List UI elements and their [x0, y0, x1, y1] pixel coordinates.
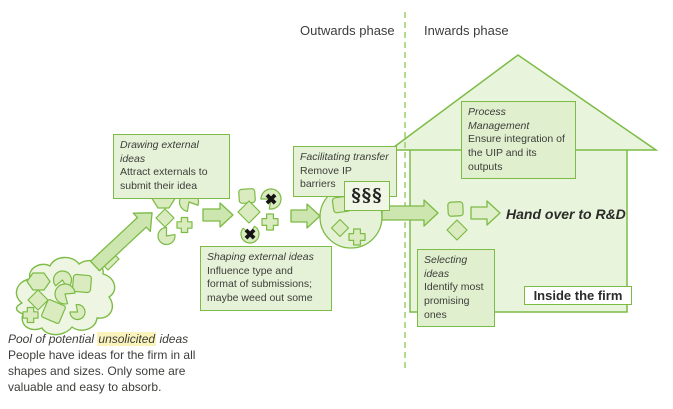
shaping-ideas-line: maybe weed out some	[207, 291, 313, 304]
idea-shape-diamond	[446, 219, 468, 241]
idea-shape-pacman	[157, 226, 176, 246]
idea-shape-diamond	[27, 289, 49, 311]
drawing-ideas-title: Drawing external ideas	[120, 139, 199, 165]
drawing-ideas-line: Attract externals to	[120, 166, 208, 179]
ip-section-signs-box: §§§	[344, 181, 390, 211]
selecting-ideas-title: Selecting ideas	[424, 254, 468, 280]
idea-shape-cross	[348, 228, 366, 246]
idea-shape-rounded-square	[71, 273, 93, 294]
idea-shape-diamond	[155, 208, 175, 228]
shaping-ideas-line: format of submissions;	[207, 278, 313, 291]
drawing-ideas-line: submit their idea	[120, 179, 198, 192]
selecting-ideas-line: promising ones	[424, 294, 470, 321]
facilitating-transfer-title: Facilitating transfer	[300, 151, 389, 163]
process-management-box: Process Management Ensure integration of…	[461, 101, 576, 180]
selecting-ideas-box: Selecting ideas Identify most promising …	[417, 249, 495, 328]
flow-arrow-transfer	[290, 203, 321, 229]
idea-shape-cross	[261, 213, 279, 231]
idea-shape-diamond	[330, 218, 350, 238]
pool-caption: Pool of potential unsolicited ideas Peop…	[8, 332, 226, 396]
idea-shape-cross	[22, 306, 39, 324]
flow-arrow-from-pool	[89, 212, 153, 272]
flow-arrow-to-rd	[470, 200, 501, 226]
process-management-title: Process Management	[468, 106, 530, 132]
inwards-phase-label: Inwards phase	[424, 23, 509, 38]
pool-caption-title: Pool of potential unsolicited ideas	[8, 332, 226, 348]
pool-caption-line: People have ideas for the firm in all	[8, 347, 196, 362]
facilitating-transfer-line: Remove IP barriers	[300, 164, 352, 191]
process-management-line: Ensure integration of	[468, 133, 565, 146]
idea-shape-hexagon	[26, 272, 51, 291]
rejected-x-icon: ✖	[244, 227, 257, 244]
idea-shape-diamond	[237, 200, 261, 224]
process-management-line: the UIP and its outputs	[468, 146, 537, 173]
idea-shape-cross	[176, 216, 193, 234]
hand-over-label: Hand over to R&D	[506, 206, 626, 222]
flow-arrow-into-firm	[381, 199, 439, 227]
shaping-ideas-title: Shaping external ideas	[207, 251, 314, 263]
idea-shape-square	[41, 299, 66, 324]
shaping-ideas-box: Shaping external ideas Influence type an…	[200, 246, 332, 311]
inside-the-firm-badge: Inside the firm	[524, 286, 632, 305]
drawing-ideas-box: Drawing external ideas Attract externals…	[113, 134, 230, 199]
selecting-ideas-line: Identify most	[424, 281, 484, 294]
idea-shape-pacman-rejected	[260, 188, 282, 210]
pool-caption-line: shapes and sizes. Only some are	[8, 363, 186, 378]
pool-title-post: ideas	[156, 332, 189, 346]
outwards-phase-label: Outwards phase	[300, 23, 395, 38]
idea-shape-pacman	[54, 283, 76, 305]
flow-arrow-shaping	[202, 202, 234, 228]
idea-shape-rounded-square	[238, 188, 256, 204]
idea-shape-pacman	[69, 303, 86, 321]
pool-title-highlight: unsolicited	[97, 332, 157, 346]
rejected-x-icon: ✖	[265, 192, 278, 209]
idea-shape-rounded-square	[447, 201, 464, 217]
pool-title-pre: Pool of potential	[8, 332, 98, 346]
shaping-ideas-line: Influence type and	[207, 264, 293, 277]
pool-caption-line: valuable and easy to absorb.	[8, 379, 162, 394]
idea-shape-pacman-rejected	[240, 225, 260, 244]
